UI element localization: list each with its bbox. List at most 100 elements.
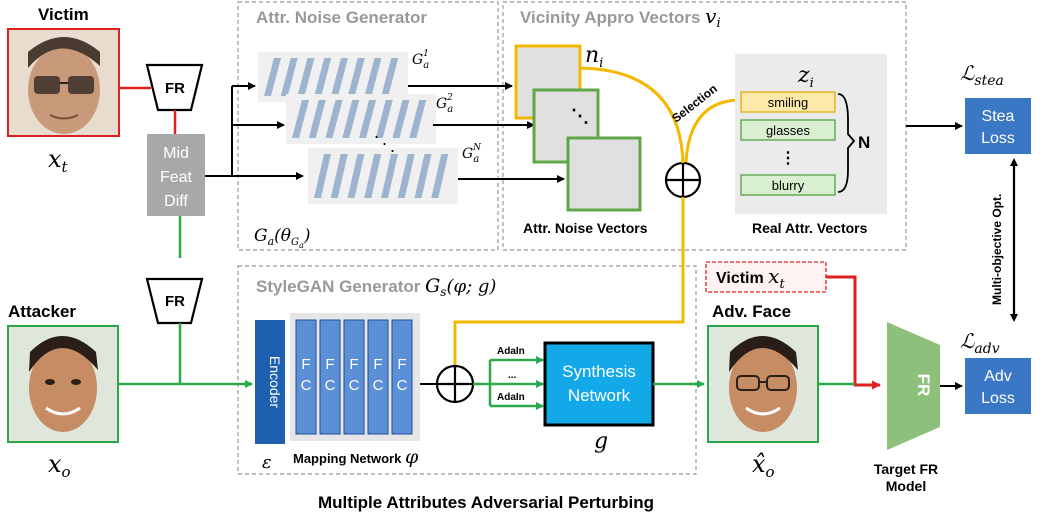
encoder-block	[255, 320, 285, 444]
generator-dots: .	[382, 129, 387, 149]
stylegan-title: StyleGAN Generator Gs(φ; g)	[256, 275, 496, 299]
generator-layer	[431, 154, 449, 198]
target-fr-label: FR	[914, 374, 933, 397]
attr-blurry: blurry	[772, 178, 805, 193]
synthesis-network-block	[543, 341, 655, 427]
generator-layer	[397, 154, 415, 198]
fc-layer-label: F	[397, 356, 406, 373]
g-a-N-label: GaN	[462, 143, 482, 165]
attr-noise-vectors-label: Attr. Noise Vectors	[523, 220, 648, 236]
target-fr-caption-1: Target FR	[874, 461, 938, 477]
generator-layer	[414, 154, 432, 198]
generator-layer	[280, 58, 298, 96]
generator-layer	[381, 58, 399, 96]
target-fr-block	[887, 322, 940, 450]
attr-glasses: glasses	[766, 123, 811, 138]
generator-layer	[330, 154, 348, 198]
generator-2	[286, 94, 436, 144]
generator-N	[308, 148, 458, 204]
vi-to-style-plus-line	[453, 197, 685, 366]
fc-layer	[367, 319, 389, 435]
ni-to-sum-curve	[579, 66, 685, 164]
l-stea-symbol: ℒstea	[960, 61, 1004, 89]
generator-layer	[325, 100, 343, 138]
attr-dots: ⋮	[780, 150, 796, 167]
victim-to-target-fr-line	[826, 275, 881, 390]
generator-layer	[297, 58, 315, 96]
generator-layer	[314, 58, 332, 96]
fr-bottom-block	[145, 277, 204, 325]
generator-layer	[292, 100, 309, 138]
fc-layer-label: F	[325, 356, 334, 373]
attr-blurry-box	[740, 174, 836, 196]
adain-mid-label: ...	[508, 370, 517, 381]
synthesis-line-1: Synthesis	[562, 362, 636, 381]
adv-face-image	[707, 325, 819, 443]
attacker-label: Attacker	[8, 302, 76, 321]
generator-layer	[314, 154, 331, 198]
zi-to-sum-curve	[684, 98, 742, 163]
generator-layer	[331, 58, 348, 96]
multi-objective-label: Multi-objective Opt.	[990, 194, 1004, 305]
stea-loss-box	[965, 98, 1031, 154]
generator-layer	[364, 58, 382, 96]
adain-top-label: AdaIn	[497, 346, 525, 357]
generator-layer	[392, 100, 410, 138]
fc-layer-label: C	[301, 377, 312, 394]
g-a-1-label: Ga1	[412, 49, 429, 71]
fc-layer-label: F	[301, 356, 310, 373]
encoder-label: Encoder	[267, 356, 283, 408]
generator-layer	[364, 154, 382, 198]
victim-face-image	[7, 28, 120, 137]
generator-layer	[347, 58, 365, 96]
victim-label: Victim	[38, 5, 89, 24]
fc-layer-label: C	[325, 377, 336, 394]
attacker-face-image	[7, 325, 119, 443]
synthesis-line-2: Network	[568, 386, 631, 405]
generator-layer	[375, 100, 393, 138]
l-adv-symbol: ℒadv	[960, 329, 1000, 357]
n-label: N	[858, 133, 870, 152]
adv-face-label: Adv. Face	[712, 302, 791, 321]
g-label: g	[594, 429, 608, 454]
generator-layer	[342, 100, 360, 138]
generator-layer	[347, 154, 365, 198]
noise-vector-N	[566, 136, 642, 212]
fc-layer-label: F	[373, 356, 382, 373]
stylegan-box	[237, 265, 697, 475]
vicinity-title: Vicinity Appro Vectors vi	[520, 4, 721, 31]
adv-loss-line-2: Loss	[981, 390, 1015, 407]
fc-layer	[319, 319, 341, 435]
n-i-label: ni	[585, 43, 603, 71]
generator-layer	[409, 100, 427, 138]
stea-loss-line-1: Stea	[982, 108, 1015, 125]
generator-layer	[264, 58, 281, 96]
mid-feat-line-1: Mid	[163, 145, 189, 162]
attr-smiling: smiling	[768, 95, 808, 110]
selection-label: Selection	[669, 81, 720, 125]
attr-noise-generator-title: Attr. Noise Generator	[256, 8, 427, 27]
mid-feat-line-3: Diff	[164, 193, 188, 210]
n-brace	[837, 93, 856, 193]
fc-layer-label: C	[397, 377, 408, 394]
svg-text:.: .	[374, 122, 379, 142]
fc-layer-label: C	[349, 377, 360, 394]
g-a-2-label: Ga2	[436, 93, 453, 115]
fc-layer	[391, 319, 413, 435]
generator-1	[258, 52, 408, 102]
adv-face-symbol: x̂o	[752, 450, 775, 481]
fc-layer	[343, 319, 365, 435]
generator-param-label: Ga(θGa)	[254, 226, 310, 250]
attr-smiling-box	[740, 91, 836, 113]
attacker-symbol: xo	[48, 450, 71, 481]
victim-symbol: xt	[48, 145, 69, 176]
caption: Multiple Attributes Adversarial Perturbi…	[318, 493, 654, 512]
mapping-network-label: Mapping Network φ	[293, 446, 419, 468]
attr-glasses-box	[740, 119, 836, 141]
fr-top-block	[145, 63, 204, 112]
adv-loss-box	[965, 358, 1031, 414]
victim-xt-box	[705, 261, 827, 293]
